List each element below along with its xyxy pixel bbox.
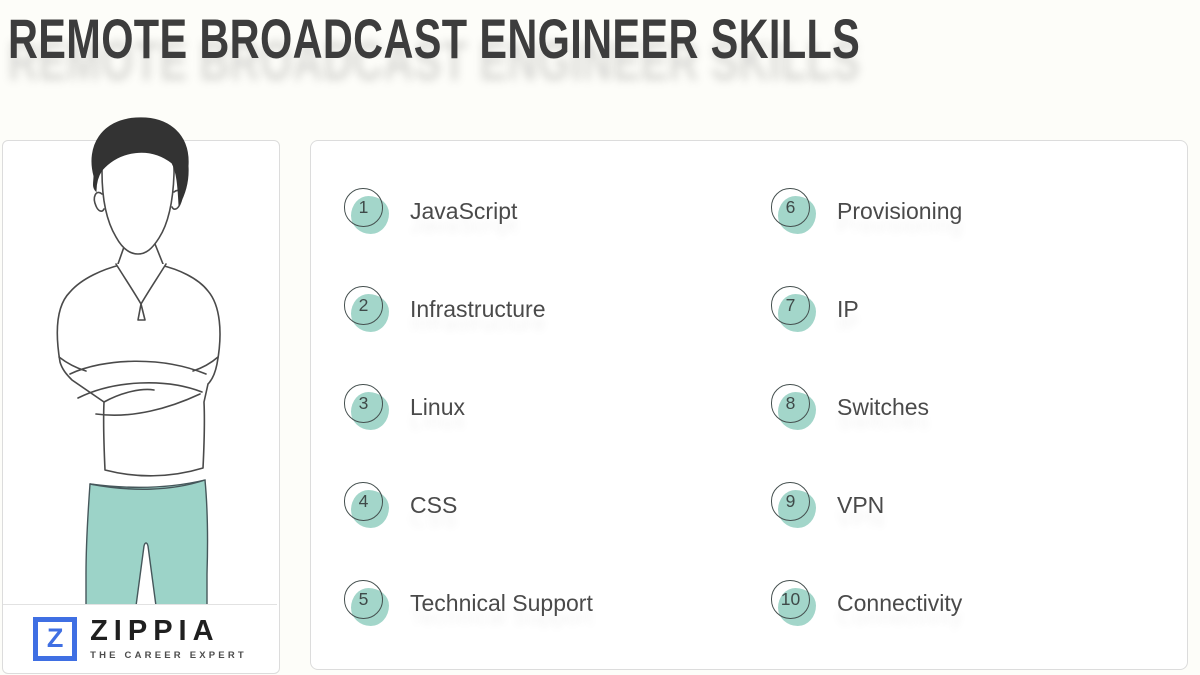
skill-item-technical-support: 5 Technical Support [344,554,771,652]
skill-label: JavaScript [410,197,518,224]
skill-number-badge: 6 [771,188,817,234]
skill-number: 4 [344,482,383,521]
person-arms-crossed-illustration [56,117,221,606]
skill-number-badge: 7 [771,286,817,332]
skill-number-badge: 3 [344,384,390,430]
skill-item-vpn: 9 VPN [771,456,1187,554]
skill-number-badge: 1 [344,188,390,234]
skill-number-badge: 5 [344,580,390,626]
skill-number: 6 [771,188,810,227]
skill-label: Linux [410,393,465,420]
skill-number-badge: 10 [771,580,817,626]
skill-label: Infrastructure [410,295,546,322]
zippia-logo-text: ZIPPIA THE CAREER EXPERT [90,614,247,661]
skill-number-badge: 2 [344,286,390,332]
skill-item-provisioning: 6 Provisioning [771,162,1187,260]
skill-number: 3 [344,384,383,423]
skill-number-badge: 9 [771,482,817,528]
zippia-brand-name: ZIPPIA [90,614,220,647]
skills-card: 1 JavaScript 2 Infrastructure 3 Linux [310,140,1188,670]
skill-item-linux: 3 Linux [344,358,771,456]
skill-label: Technical Support [410,589,593,616]
skill-label: Connectivity [837,589,963,616]
skill-item-infrastructure: 2 Infrastructure [344,260,771,358]
skill-number-badge: 8 [771,384,817,430]
skill-item-ip: 7 IP [771,260,1187,358]
skill-item-css: 4 CSS [344,456,771,554]
skill-number-badge: 4 [344,482,390,528]
skill-label: CSS [410,491,458,518]
skill-label: IP [837,295,859,322]
zippia-monogram: Z [46,623,64,653]
skill-number: 7 [771,286,810,325]
zippia-logo-icon: Z [33,616,78,661]
skill-number: 10 [771,580,810,619]
skill-label: VPN [837,491,885,518]
skill-number: 2 [344,286,383,325]
skill-item-connectivity: 10 Connectivity [771,554,1187,652]
skill-number: 9 [771,482,810,521]
skill-label: Provisioning [837,197,963,224]
skill-item-switches: 8 Switches [771,358,1187,456]
skills-list: 1 JavaScript 2 Infrastructure 3 Linux [311,141,1187,669]
zippia-tagline: THE CAREER EXPERT [90,649,247,661]
skill-item-javascript: 1 JavaScript [344,162,771,260]
skill-number: 8 [771,384,810,423]
skill-label: Switches [837,393,930,420]
page-title: REMOTE BROADCAST ENGINEER SKILLS [8,7,861,70]
skill-number: 5 [344,580,383,619]
zippia-logo: Z ZIPPIA THE CAREER EXPERT [3,604,277,672]
skill-number: 1 [344,188,383,227]
